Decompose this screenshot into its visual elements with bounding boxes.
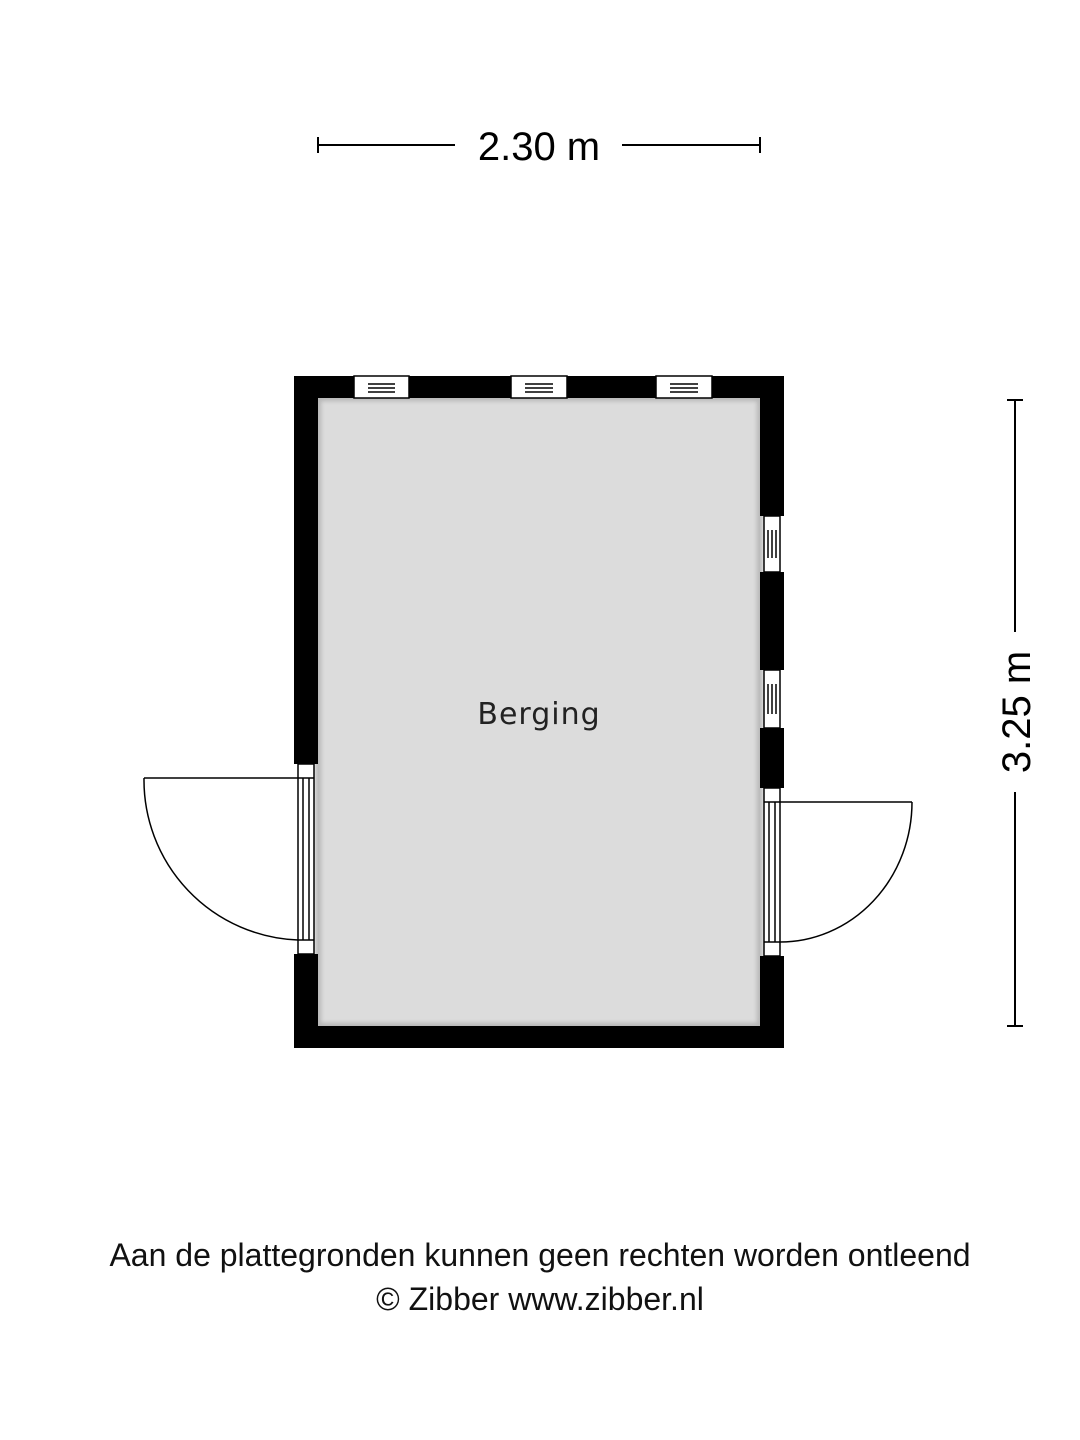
width-dimension: 2.30 m — [317, 125, 761, 169]
room-floor — [318, 398, 760, 1026]
window-top-2 — [510, 375, 568, 399]
floor-plan: 2.30 m 3.25 m — [143, 125, 1039, 1048]
walls — [294, 376, 784, 1048]
depth-label: 3.25 m — [995, 651, 1039, 773]
window-right-2 — [763, 669, 781, 729]
window-top-3 — [655, 375, 713, 399]
window-top-1 — [353, 375, 410, 399]
room-label: Berging — [477, 697, 600, 732]
door-right — [763, 787, 913, 957]
disclaimer-text: Aan de plattegronden kunnen geen rechten… — [109, 1237, 971, 1273]
width-label: 2.30 m — [478, 125, 600, 169]
door-left — [143, 763, 315, 955]
window-right-1 — [763, 515, 781, 573]
depth-dimension: 3.25 m — [995, 399, 1039, 1027]
credit-text: © Zibber www.zibber.nl — [376, 1281, 704, 1317]
